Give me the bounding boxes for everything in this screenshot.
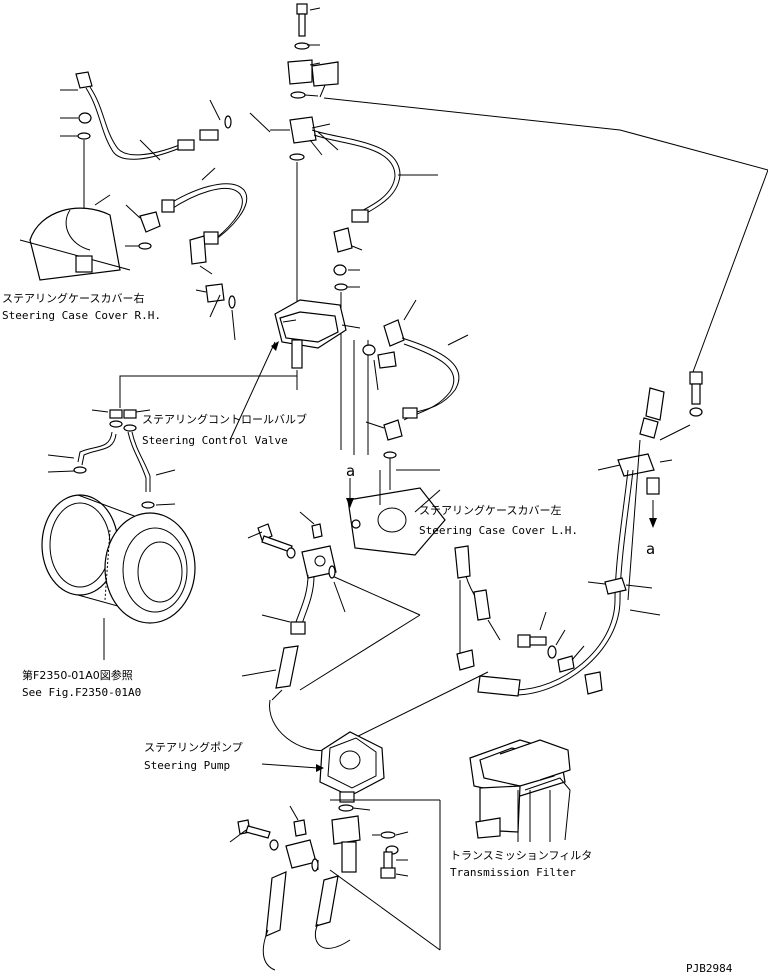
- upper-left-hose: [75, 71, 232, 160]
- steering-control-valve: [274, 299, 347, 369]
- hose-end-lower-right: [315, 875, 339, 927]
- elbow-fitting-6: [383, 419, 403, 441]
- right-pipe: [627, 439, 641, 601]
- lower-bolt-left: [237, 819, 271, 839]
- lower-flange-2: [331, 815, 361, 845]
- label-case-cover-lh-en: Steering Case Cover L.H.: [419, 524, 578, 537]
- middle-left-hose: [161, 183, 247, 245]
- transmission-filter: [469, 739, 571, 841]
- elbow-fitting-1: [139, 211, 161, 233]
- case-cover-rh: [19, 207, 131, 281]
- label-control-valve-en: Steering Control Valve: [142, 434, 288, 447]
- right-hose-fitting: [639, 387, 665, 439]
- label-fig-ref-en: See Fig.F2350-01A0: [22, 686, 141, 699]
- label-ref-a-upper: a: [346, 462, 355, 480]
- pump-pipe-upper: [295, 574, 309, 623]
- plug-1: [109, 409, 123, 419]
- filter-bolt: [380, 851, 396, 879]
- clip-2: [557, 655, 575, 673]
- oring-mr: [334, 283, 348, 291]
- oring-flange: [328, 565, 336, 579]
- right-washer: [689, 407, 703, 417]
- oring-ul: [77, 132, 91, 140]
- right-sleeve: [646, 477, 660, 495]
- tee-fitting: [270, 116, 331, 144]
- center-bolt: [257, 523, 293, 553]
- lower-washer-left: [269, 839, 279, 851]
- short-pipe-left: [77, 431, 113, 463]
- oring-cv-1: [109, 420, 123, 428]
- center-plug: [311, 523, 323, 539]
- label-fig-ref-jp: 第F2350-01A0図参照: [22, 668, 133, 682]
- leader-cover-rh: [209, 294, 221, 318]
- lower-plug: [293, 819, 307, 837]
- short-pipe-right: [127, 431, 147, 492]
- steering-pump: [319, 731, 385, 803]
- bolt-lower-right: [517, 634, 547, 648]
- oring-mid: [289, 153, 305, 161]
- label-case-cover-lh-jp: ステアリングケースカバー左: [419, 503, 561, 517]
- top-washer: [294, 42, 310, 50]
- drawing-code: PJB2984: [686, 962, 733, 975]
- elbow-fitting-5: [377, 351, 397, 369]
- oring-cv-2: [123, 424, 137, 432]
- leader-cover-lh: [414, 489, 441, 513]
- top-elbow-block: [287, 59, 339, 87]
- elbow-fitting-7: [456, 649, 475, 671]
- label-case-cover-rh-jp: ステアリングケースカバー右: [2, 291, 144, 305]
- oring-upper: [290, 91, 306, 99]
- clip-1: [604, 577, 627, 595]
- elbow-fitting-2: [189, 235, 207, 265]
- elbow-fitting-4: [383, 319, 405, 347]
- oring-ml: [138, 242, 152, 250]
- nut-mr: [333, 264, 347, 276]
- lh-hose: [401, 337, 460, 421]
- oring-pump: [338, 804, 354, 812]
- label-case-cover-rh-en: Steering Case Cover R.H.: [2, 309, 161, 322]
- leader-cv-lines: [119, 375, 297, 408]
- label-pump-en: Steering Pump: [144, 759, 230, 772]
- leader-pump: [261, 763, 319, 769]
- center-washer: [286, 547, 296, 559]
- nut-ml: [205, 283, 225, 303]
- upper-right-hose: [311, 129, 401, 223]
- hose-end-lower-left: [265, 871, 287, 937]
- leader-control-valve: [229, 341, 276, 441]
- nut-lh: [362, 344, 376, 356]
- label-control-valve-jp: ステアリングコントロールバルブ: [142, 412, 307, 426]
- transmission-drum: [41, 494, 196, 624]
- washer-lr: [547, 645, 557, 659]
- nut-ul: [78, 112, 92, 124]
- hose-end-lr: [477, 675, 521, 697]
- clip-3: [584, 671, 603, 695]
- filter-washer: [380, 831, 396, 839]
- label-filter-en: Transmission Filter: [450, 866, 576, 879]
- leader-long: [323, 97, 768, 381]
- plug-2: [123, 409, 137, 419]
- label-ref-a-lower: a: [646, 540, 655, 558]
- label-filter-jp: トランスミッションフィルタ: [450, 849, 592, 862]
- flange-block: [301, 545, 337, 579]
- pump-hose-end: [275, 645, 299, 689]
- case-cover-lh: [347, 487, 446, 556]
- label-pump-jp: ステアリングポンプ: [144, 740, 243, 754]
- oring-ml-2: [228, 295, 236, 309]
- elbow-fitting-3: [333, 227, 353, 253]
- arrow-a-upper-head: [346, 498, 354, 508]
- leader-cross-1: [329, 574, 421, 616]
- filter-hose: [454, 545, 491, 621]
- top-bolt: [296, 3, 321, 37]
- right-clamp: [617, 453, 655, 477]
- right-bolt: [689, 371, 703, 405]
- arrow-a-lower-head: [649, 518, 657, 528]
